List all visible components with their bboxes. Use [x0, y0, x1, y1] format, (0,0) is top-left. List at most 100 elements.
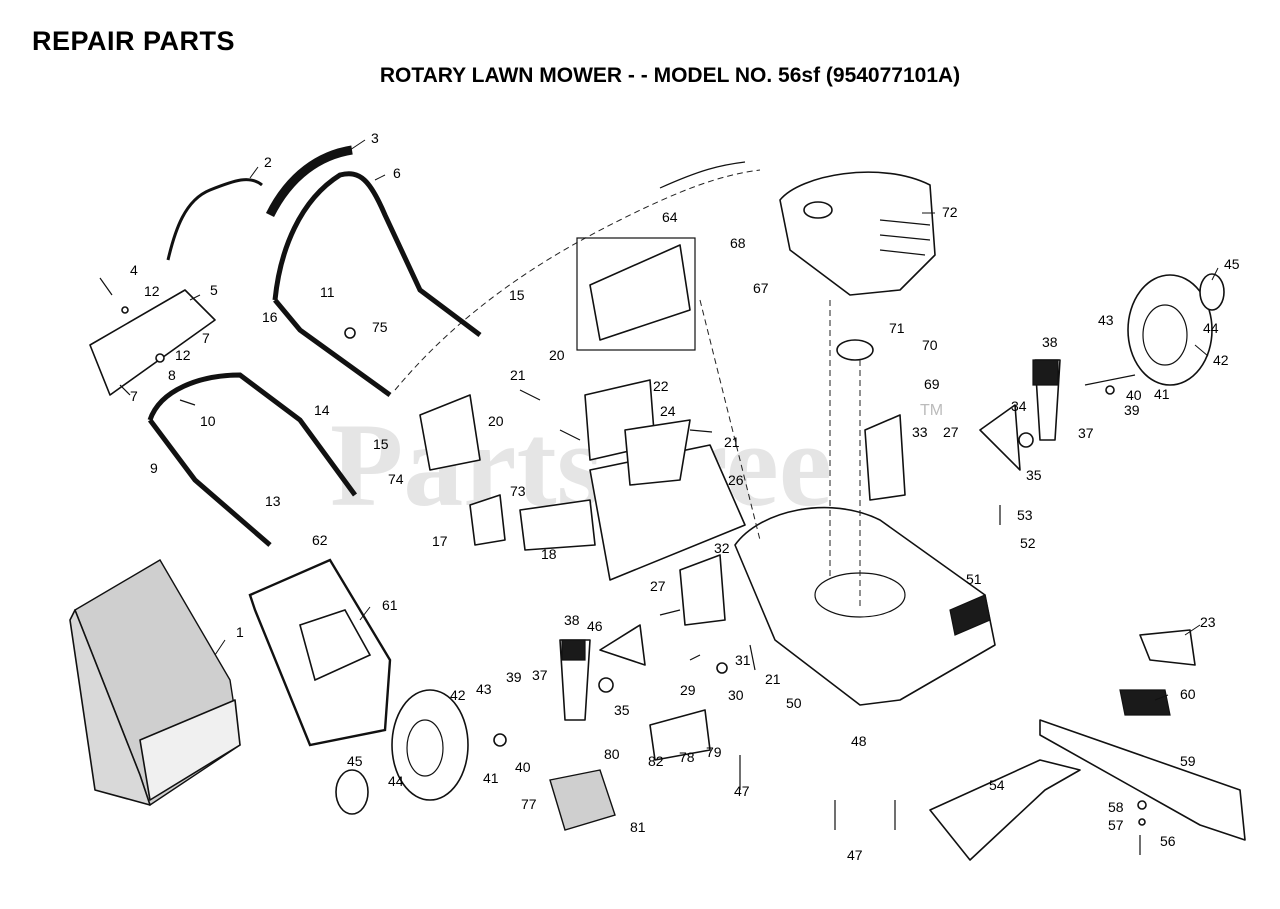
- lower-handle-part[interactable]: [147, 372, 358, 547]
- callout-50[interactable]: 50: [786, 695, 802, 711]
- handle-grip-part[interactable]: [265, 145, 353, 218]
- callout-8[interactable]: 8: [168, 367, 176, 383]
- callout-31[interactable]: 31: [735, 652, 751, 668]
- shield-part[interactable]: [549, 769, 616, 831]
- callout-23[interactable]: 23: [1200, 614, 1216, 630]
- callout-69[interactable]: 69: [924, 376, 940, 392]
- callout-21-lower[interactable]: 21: [765, 671, 781, 687]
- callout-78[interactable]: 78: [679, 749, 695, 765]
- callout-2[interactable]: 2: [264, 154, 272, 170]
- callout-60[interactable]: 60: [1180, 686, 1196, 702]
- pulley-part[interactable]: [836, 339, 874, 361]
- callout-75[interactable]: 75: [372, 319, 388, 335]
- callout-29[interactable]: 29: [680, 682, 696, 698]
- callout-54[interactable]: 54: [989, 777, 1005, 793]
- front-wheel-left-part[interactable]: [391, 689, 469, 801]
- callout-82[interactable]: 82: [648, 753, 664, 769]
- callout-7-lower[interactable]: 7: [130, 388, 138, 404]
- callout-3[interactable]: 3: [371, 130, 379, 146]
- callout-15-upper[interactable]: 15: [509, 287, 525, 303]
- callout-20-upper[interactable]: 20: [549, 347, 565, 363]
- blade-part[interactable]: [1039, 719, 1246, 841]
- callout-4[interactable]: 4: [130, 262, 138, 278]
- callout-70[interactable]: 70: [922, 337, 938, 353]
- callout-21-upper[interactable]: 21: [510, 367, 526, 383]
- bail-control-part[interactable]: [166, 178, 263, 261]
- callout-71[interactable]: 71: [889, 320, 905, 336]
- callout-52[interactable]: 52: [1020, 535, 1036, 551]
- callout-30[interactable]: 30: [728, 687, 744, 703]
- adjuster-knob-right[interactable]: [1032, 359, 1059, 386]
- adjuster-knob-left[interactable]: [561, 639, 586, 661]
- callout-37-right[interactable]: 37: [1078, 425, 1094, 441]
- callout-48[interactable]: 48: [851, 733, 867, 749]
- callout-6[interactable]: 6: [393, 165, 401, 181]
- front-bracket-right-part[interactable]: [864, 414, 906, 501]
- callout-57[interactable]: 57: [1108, 817, 1124, 833]
- callout-20-lower[interactable]: 20: [488, 413, 504, 429]
- rear-door-part[interactable]: [519, 499, 596, 551]
- callout-5[interactable]: 5: [210, 282, 218, 298]
- callout-16[interactable]: 16: [262, 309, 278, 325]
- mower-deck-part[interactable]: [734, 506, 996, 706]
- grass-bag-part[interactable]: [69, 559, 241, 807]
- muffler-guard-part[interactable]: [419, 394, 481, 471]
- callout-38-right[interactable]: 38: [1042, 334, 1058, 350]
- callout-43-right[interactable]: 43: [1098, 312, 1114, 328]
- hinge-bracket-part[interactable]: [469, 494, 506, 546]
- callout-62[interactable]: 62: [312, 532, 328, 548]
- callout-24[interactable]: 24: [660, 403, 676, 419]
- callout-44-right[interactable]: 44: [1203, 320, 1219, 336]
- callout-58[interactable]: 58: [1108, 799, 1124, 815]
- handle-bracket-part[interactable]: [89, 289, 216, 396]
- callout-59[interactable]: 59: [1180, 753, 1196, 769]
- callout-45-left[interactable]: 45: [347, 753, 363, 769]
- callout-12-lower[interactable]: 12: [175, 347, 191, 363]
- callout-40-right[interactable]: 40: [1126, 387, 1142, 403]
- discharge-cover-part[interactable]: [589, 244, 691, 341]
- ratchet-plate-left-part[interactable]: [599, 624, 646, 666]
- callout-17[interactable]: 17: [432, 533, 448, 549]
- callout-27-left[interactable]: 27: [650, 578, 666, 594]
- callout-21-middle[interactable]: 21: [724, 434, 740, 450]
- callout-18[interactable]: 18: [541, 546, 557, 562]
- cover-plate-part[interactable]: [649, 709, 711, 761]
- chute-bracket-part[interactable]: [624, 419, 691, 486]
- callout-7-upper[interactable]: 7: [202, 330, 210, 346]
- callout-79[interactable]: 79: [706, 744, 722, 760]
- callout-27-right[interactable]: 27: [943, 424, 959, 440]
- callout-47-left[interactable]: 47: [734, 783, 750, 799]
- rear-wheel-right-part[interactable]: [1127, 274, 1213, 386]
- callout-51[interactable]: 51: [966, 571, 982, 587]
- callout-64[interactable]: 64: [662, 209, 678, 225]
- callout-42-left[interactable]: 42: [450, 687, 466, 703]
- blade-adapter-part[interactable]: [1119, 689, 1171, 716]
- callout-40-left[interactable]: 40: [515, 759, 531, 775]
- bag-frame-part[interactable]: [248, 558, 392, 747]
- callout-56[interactable]: 56: [1160, 833, 1176, 849]
- callout-39-right[interactable]: 39: [1124, 402, 1140, 418]
- callout-34[interactable]: 34: [1011, 398, 1027, 414]
- callout-68[interactable]: 68: [730, 235, 746, 251]
- callout-12-upper[interactable]: 12: [144, 283, 160, 299]
- callout-35-left[interactable]: 35: [614, 702, 630, 718]
- callout-44-left[interactable]: 44: [388, 773, 404, 789]
- upper-handle-part[interactable]: [272, 171, 482, 398]
- callout-46[interactable]: 46: [587, 618, 603, 634]
- callout-33[interactable]: 33: [912, 424, 928, 440]
- callout-39-left[interactable]: 39: [506, 669, 522, 685]
- callout-77[interactable]: 77: [521, 796, 537, 812]
- callout-43-left[interactable]: 43: [476, 681, 492, 697]
- callout-14[interactable]: 14: [314, 402, 330, 418]
- callout-37-left[interactable]: 37: [532, 667, 548, 683]
- chute-part[interactable]: [1139, 629, 1196, 666]
- callout-80[interactable]: 80: [604, 746, 620, 762]
- callout-9[interactable]: 9: [150, 460, 158, 476]
- callout-72[interactable]: 72: [942, 204, 958, 220]
- callout-42-right[interactable]: 42: [1213, 352, 1229, 368]
- callout-22[interactable]: 22: [653, 378, 669, 394]
- callout-74[interactable]: 74: [388, 471, 404, 487]
- callout-11[interactable]: 11: [320, 284, 335, 300]
- ratchet-plate-right-part[interactable]: [979, 404, 1021, 471]
- callout-32[interactable]: 32: [714, 540, 730, 556]
